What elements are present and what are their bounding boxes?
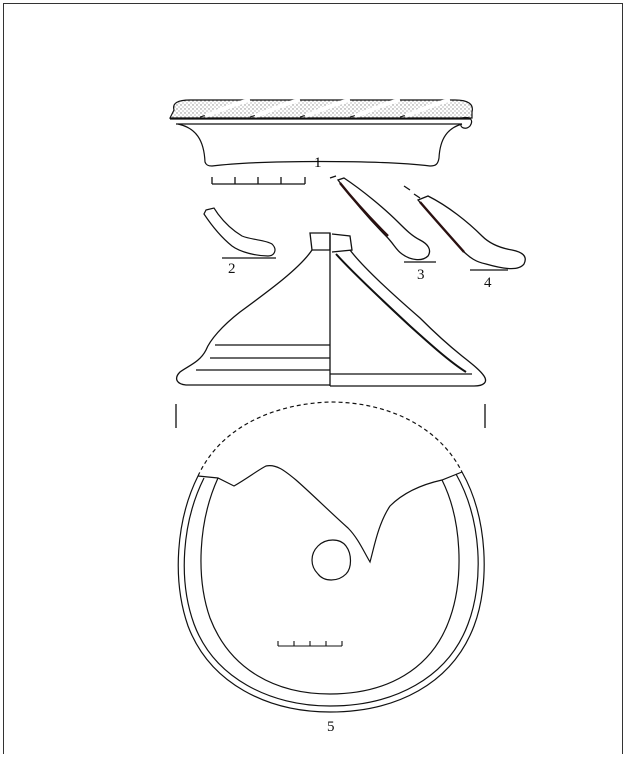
sheet-frame: [3, 3, 623, 754]
scale-bar-upper: [211, 177, 306, 185]
lid-profile-5: [175, 232, 487, 387]
lid-plan-5: [177, 401, 485, 713]
rim-fragment-1: [169, 98, 473, 167]
label-2: 2: [228, 261, 236, 277]
label-1: 1: [314, 155, 322, 171]
label-4: 4: [484, 275, 492, 291]
scale-bar-lower: [277, 641, 343, 647]
label-3: 3: [417, 267, 425, 283]
rim-profile-2: [203, 207, 276, 259]
label-5: 5: [327, 719, 335, 735]
neck-profile-4: [403, 185, 526, 271]
neck-profile-3: [329, 175, 436, 263]
